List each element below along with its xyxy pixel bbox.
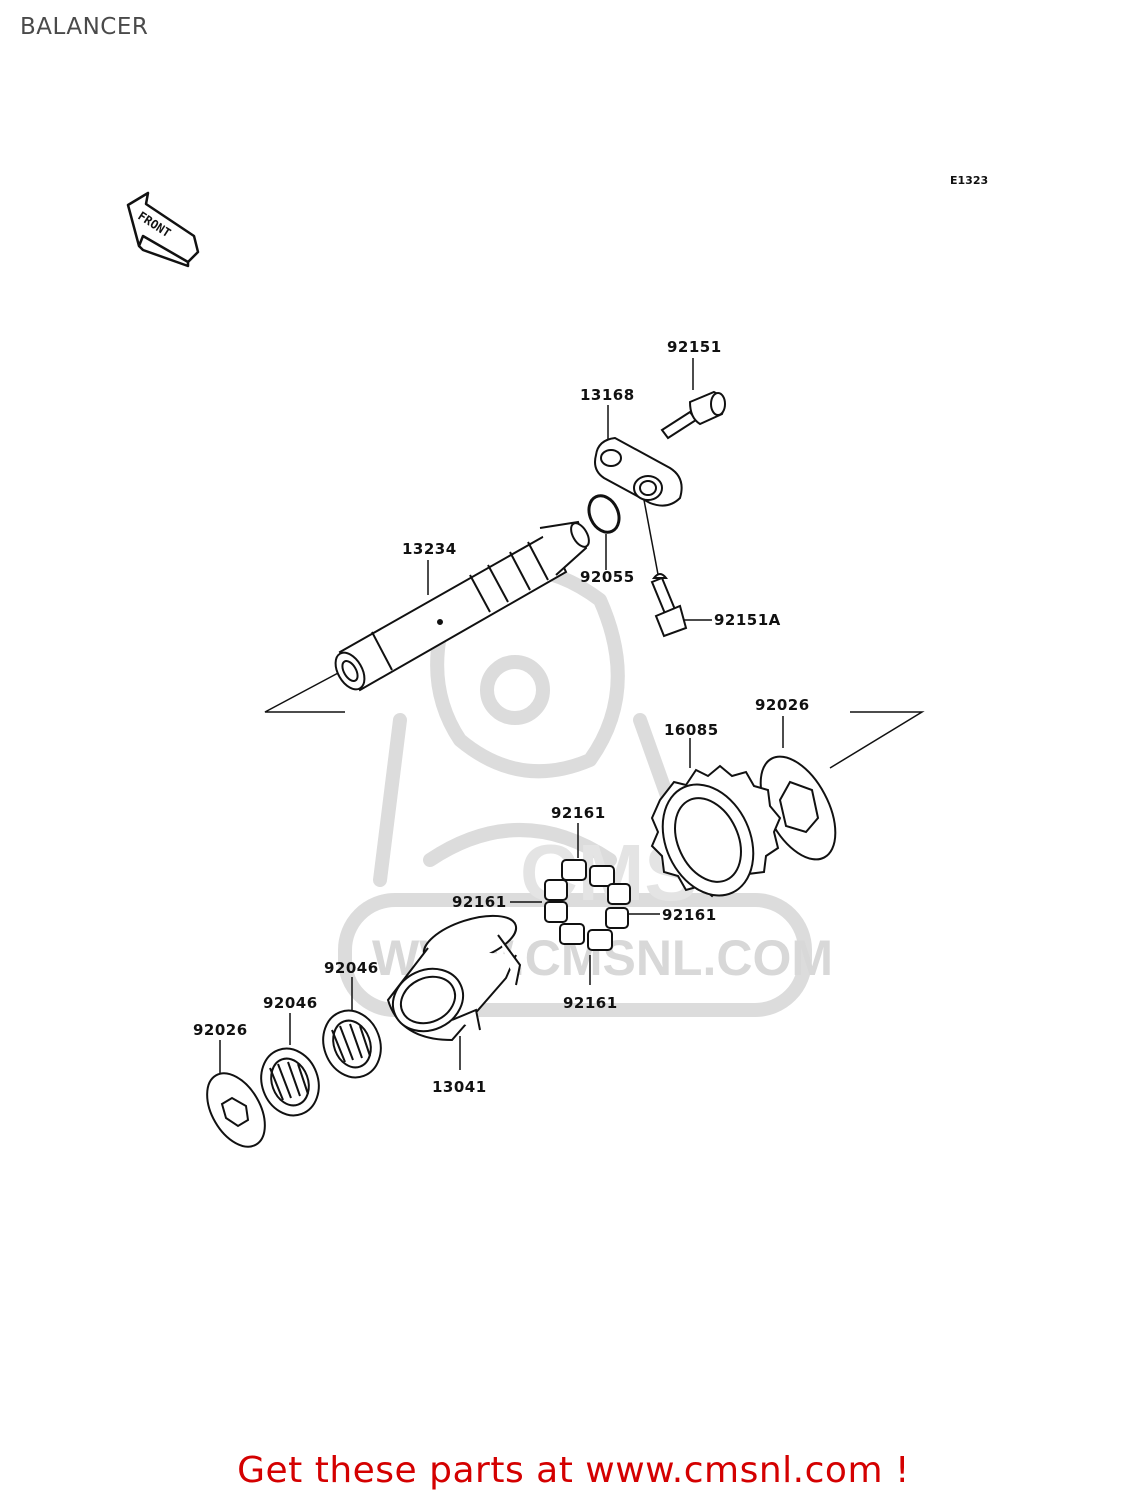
footer-link[interactable]: Get these parts at www.cmsnl.com ! bbox=[237, 1450, 910, 1491]
damper-set-92161 bbox=[544, 859, 631, 951]
label-92151: 92151 bbox=[667, 338, 722, 356]
label-92151A: 92151A bbox=[714, 611, 781, 629]
label-92026-left: 92026 bbox=[193, 1021, 248, 1039]
watermark-figure-eye bbox=[480, 655, 550, 725]
washer-92026-right bbox=[759, 755, 837, 861]
leader-lines bbox=[219, 358, 925, 1075]
front-arrow-icon: FRONT bbox=[126, 191, 200, 268]
bolt-92151 bbox=[660, 390, 726, 440]
washer-92026-left bbox=[206, 1072, 266, 1148]
oring-92055 bbox=[587, 494, 621, 534]
label-92161-bottom: 92161 bbox=[563, 994, 618, 1012]
watermark-banner bbox=[338, 893, 812, 1017]
label-13041: 13041 bbox=[432, 1078, 487, 1096]
label-92161-right: 92161 bbox=[662, 906, 717, 924]
label-13234: 13234 bbox=[402, 540, 457, 558]
link-13168 bbox=[594, 436, 683, 507]
label-92046-upper: 92046 bbox=[324, 959, 379, 977]
diagram-code: E1323 bbox=[950, 174, 988, 187]
bolt-92151A bbox=[650, 573, 688, 638]
bearing-92046-a bbox=[322, 1009, 382, 1079]
bearing-92046-b bbox=[260, 1047, 320, 1117]
shaft-13234 bbox=[334, 520, 590, 692]
label-16085: 16085 bbox=[664, 721, 719, 739]
label-92161-top: 92161 bbox=[551, 804, 606, 822]
label-13168: 13168 bbox=[580, 386, 635, 404]
gear-16085 bbox=[650, 764, 782, 898]
label-92046-lower: 92046 bbox=[263, 994, 318, 1012]
page-title: BALANCER bbox=[20, 14, 149, 40]
label-92055: 92055 bbox=[580, 568, 635, 586]
label-92026-right: 92026 bbox=[755, 696, 810, 714]
label-92161-left: 92161 bbox=[452, 893, 507, 911]
hub-13041 bbox=[386, 914, 522, 1042]
